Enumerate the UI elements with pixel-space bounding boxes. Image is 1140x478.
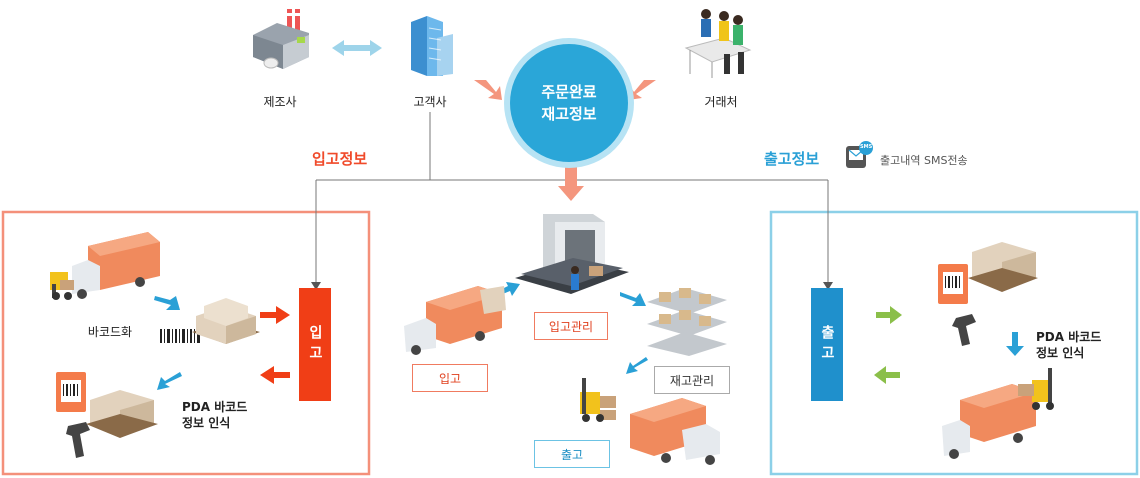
barcode-icon <box>158 327 204 349</box>
left-pda-label-line-1: PDA 바코드 <box>182 400 248 414</box>
outbound-info-heading: 출고정보 <box>764 150 820 168</box>
center-forklift-truck-illustration <box>574 374 724 474</box>
pda-scanner-illustration <box>50 370 166 460</box>
factory-icon <box>247 5 315 73</box>
inbound-bar: 입고 <box>299 288 331 401</box>
order-stock-info-circle: 주문완료 재고정보 <box>510 44 628 162</box>
sms-phone-icon: SMS <box>844 140 874 170</box>
center-outbound-tag: 출고 <box>534 440 610 468</box>
center-inbound-tag: 입고 <box>412 364 488 392</box>
center-line-2: 재고정보 <box>541 105 597 123</box>
right-pda-label-line-2: 정보 인식 <box>1036 346 1085 360</box>
sms-icon-text: SMS <box>860 144 873 150</box>
inbound-management-tag: 입고관리 <box>534 312 608 340</box>
inbound-info-heading: 입고정보 <box>312 150 368 168</box>
center-line-1: 주문완료 <box>541 83 597 101</box>
outbound-bar: 출고 <box>811 288 843 401</box>
outbound-bar-label: 출고 <box>819 324 835 365</box>
right-pda-scanner-illustration <box>932 234 1040 346</box>
right-pda-label-line-1: PDA 바코드 <box>1036 330 1102 344</box>
storage-rack-illustration <box>645 282 729 356</box>
warehouse-gate-illustration <box>513 212 631 304</box>
forklift-truck-illustration <box>48 232 164 306</box>
people-at-desk-icon <box>680 2 756 78</box>
left-pda-label-line-2: 정보 인식 <box>182 416 231 430</box>
building-icon <box>403 8 457 78</box>
partner-label: 거래처 <box>704 95 738 109</box>
boxes-pallet-illustration <box>188 296 264 360</box>
sms-label: 출고내역 SMS전송 <box>880 154 968 167</box>
right-forklift-truck-illustration <box>940 366 1064 460</box>
center-truck-illustration <box>400 282 508 360</box>
customer-label: 고객사 <box>413 95 447 109</box>
manufacturer-label: 제조사 <box>263 95 297 109</box>
barcode-label: 바코드화 <box>87 325 133 339</box>
inbound-bar-label: 입고 <box>307 324 323 365</box>
stock-management-tag: 재고관리 <box>654 366 730 394</box>
